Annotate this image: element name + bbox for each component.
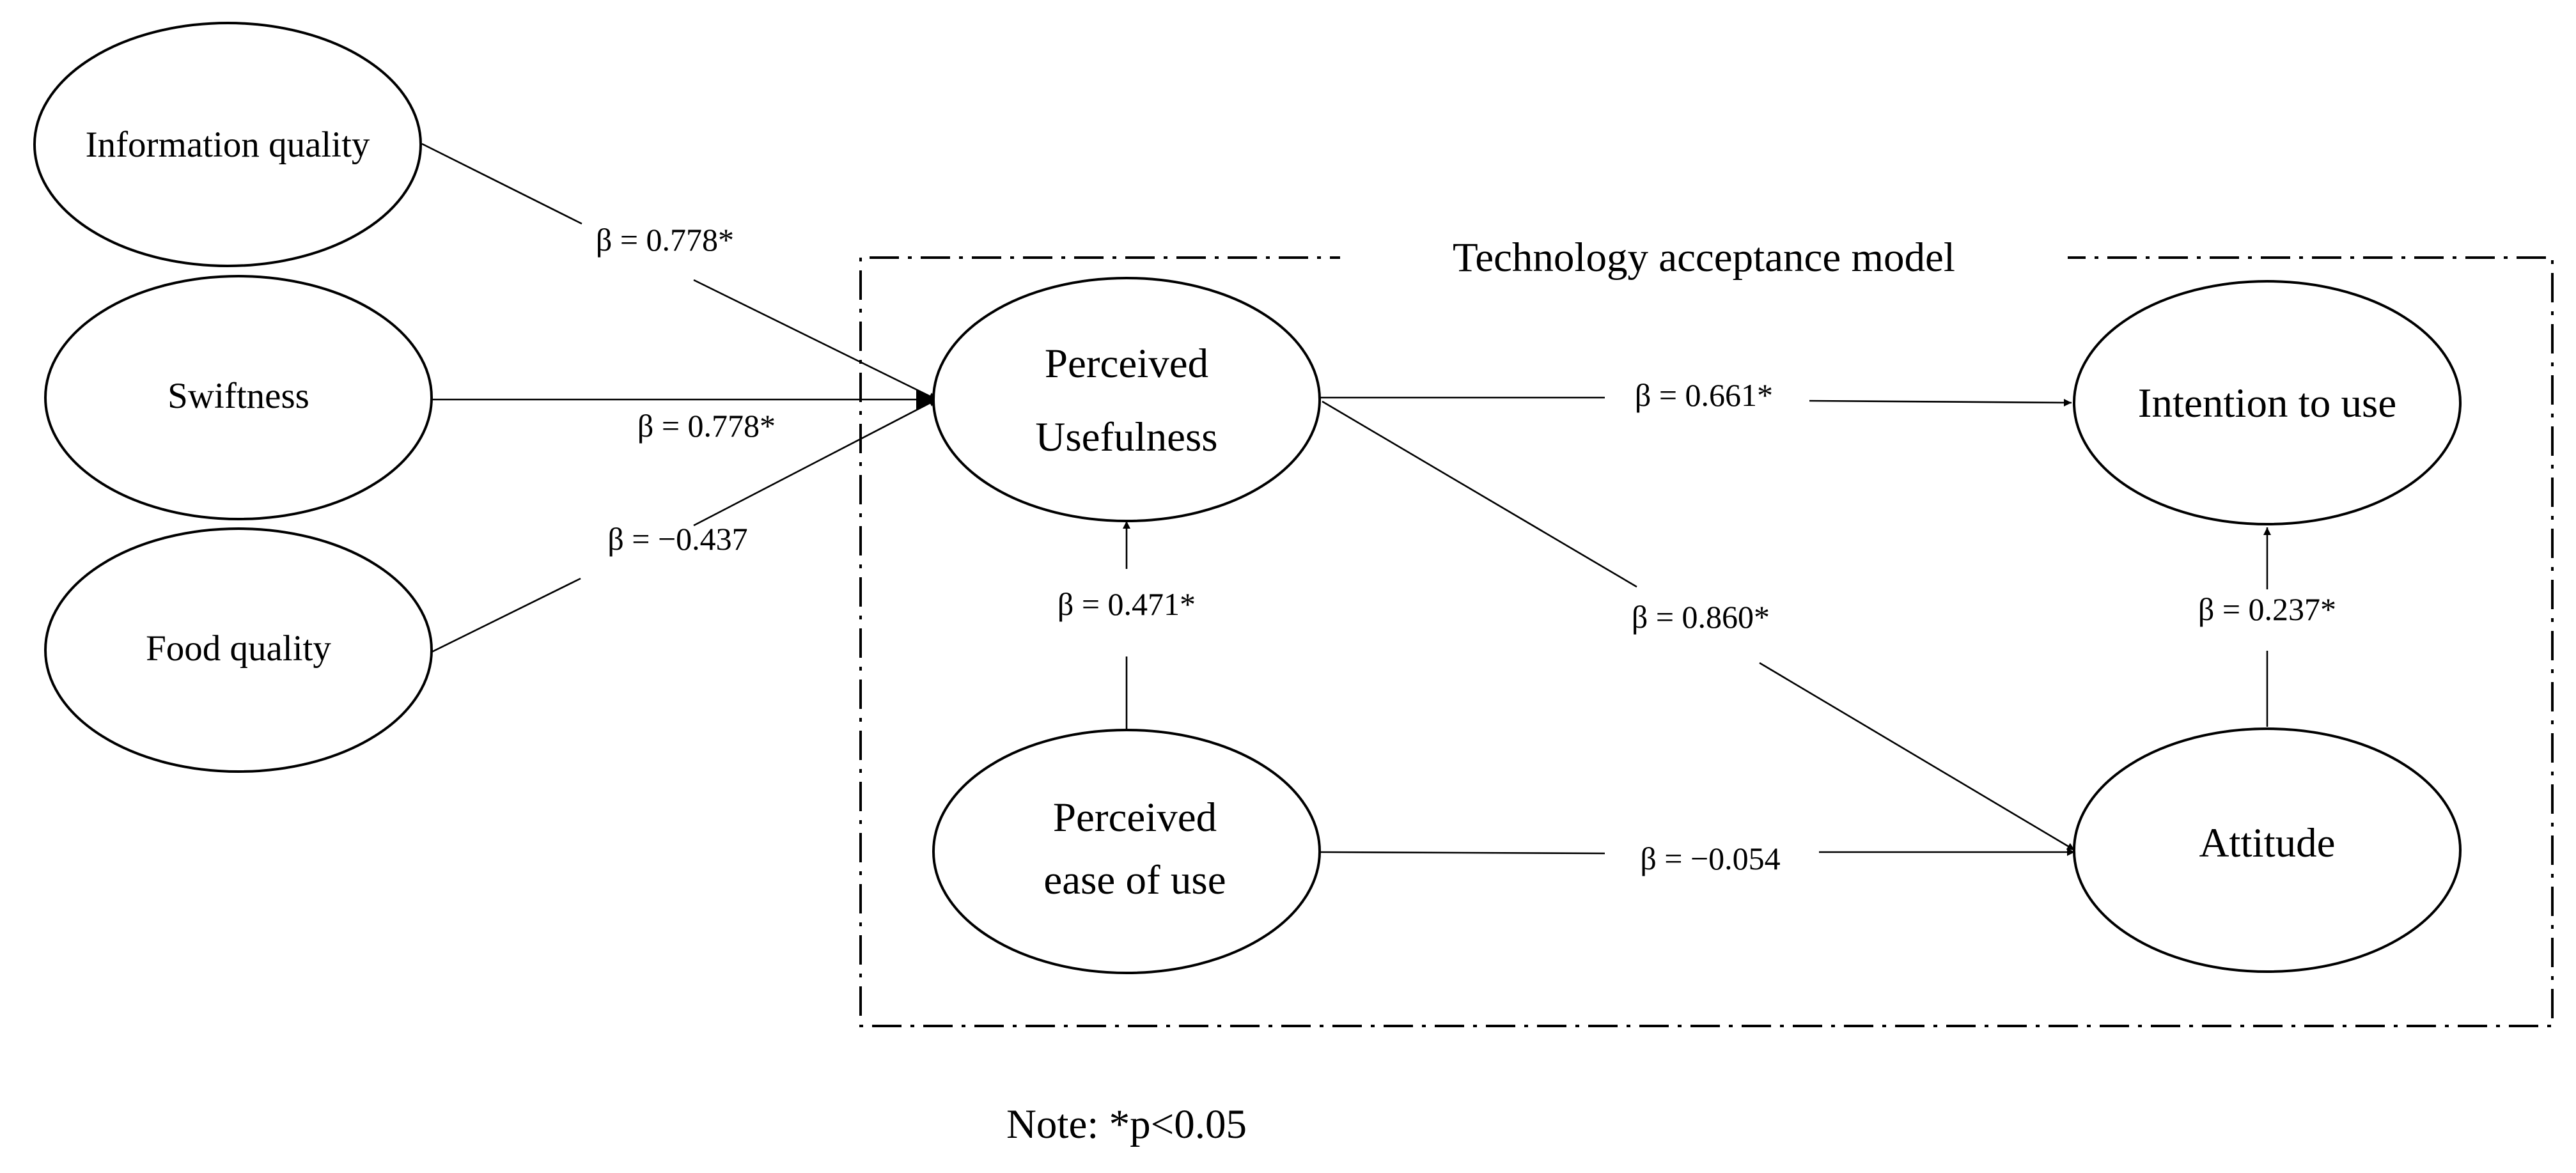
tam-group: Technology acceptance model <box>859 235 2554 1027</box>
node-perceived-ease-of-use-label-line2: ease of use <box>1043 857 1226 903</box>
node-perceived-ease-of-use-ellipse <box>932 729 1321 974</box>
tam-group-title-backdrop <box>1340 237 2068 281</box>
node-food-quality-ellipse <box>44 527 433 773</box>
edge-label-pu-att: β = 0.860* <box>1632 599 1770 635</box>
edge-label-att-itu: β = 0.237* <box>2198 591 2336 627</box>
edge-label-pu-itu: β = 0.661* <box>1635 377 1773 413</box>
node-perceived-usefulness-ellipse <box>932 277 1321 522</box>
edge-iq-pu-line <box>421 143 582 225</box>
edge-fq-pu-arrow <box>693 398 937 527</box>
node-attitude-label: Attitude <box>2199 820 2335 866</box>
node-information-quality-label: Information quality <box>86 125 370 165</box>
edge-pu-att-line <box>1322 400 1637 588</box>
node-perceived-usefulness-label-line2: Usefulness <box>1035 414 1217 460</box>
node-intention-to-use: Intention to use <box>2073 280 2462 525</box>
node-information-quality: Information quality <box>33 22 422 267</box>
node-perceived-ease-of-use-label-line1: Perceived <box>1053 795 1217 841</box>
edge-label-fq-pu: β = −0.437 <box>607 521 747 557</box>
node-intention-to-use-label: Intention to use <box>2138 380 2396 426</box>
node-swiftness-ellipse <box>44 275 433 520</box>
node-swiftness: Swiftness <box>44 275 433 520</box>
tam-group-border <box>859 256 2554 1027</box>
edge-peou-att-line <box>1320 851 1605 855</box>
edge-pu-att-arrow <box>1759 662 2075 851</box>
edge-label-peou-att: β = −0.054 <box>1640 841 1780 876</box>
edges: β = 0.778* β = 0.778* β = −0.437 β = 0.4… <box>421 143 2336 876</box>
edge-label-iq-pu: β = 0.778* <box>596 222 734 258</box>
node-food-quality: Food quality <box>44 527 433 773</box>
node-attitude: Attitude <box>2073 727 2462 973</box>
node-swiftness-label: Swiftness <box>168 376 309 416</box>
node-perceived-ease-of-use: Perceived ease of use <box>932 729 1321 974</box>
edge-pu-itu-arrow <box>1809 398 2072 407</box>
node-perceived-usefulness: Perceived Usefulness <box>932 277 1321 522</box>
node-information-quality-ellipse <box>33 22 422 267</box>
node-intention-to-use-ellipse <box>2073 280 2462 525</box>
significance-note: Note: *p<0.05 <box>1006 1101 1247 1147</box>
edge-label-sw-pu: β = 0.778* <box>637 408 776 444</box>
node-perceived-usefulness-label-line1: Perceived <box>1045 341 1208 387</box>
edge-label-peou-pu: β = 0.471* <box>1058 586 1196 622</box>
edge-fq-pu-line <box>431 577 581 653</box>
node-attitude-ellipse <box>2073 727 2462 973</box>
node-food-quality-label: Food quality <box>146 628 331 669</box>
edge-iq-pu-arrow <box>693 279 937 401</box>
tam-group-title: Technology acceptance model <box>1453 235 1955 281</box>
